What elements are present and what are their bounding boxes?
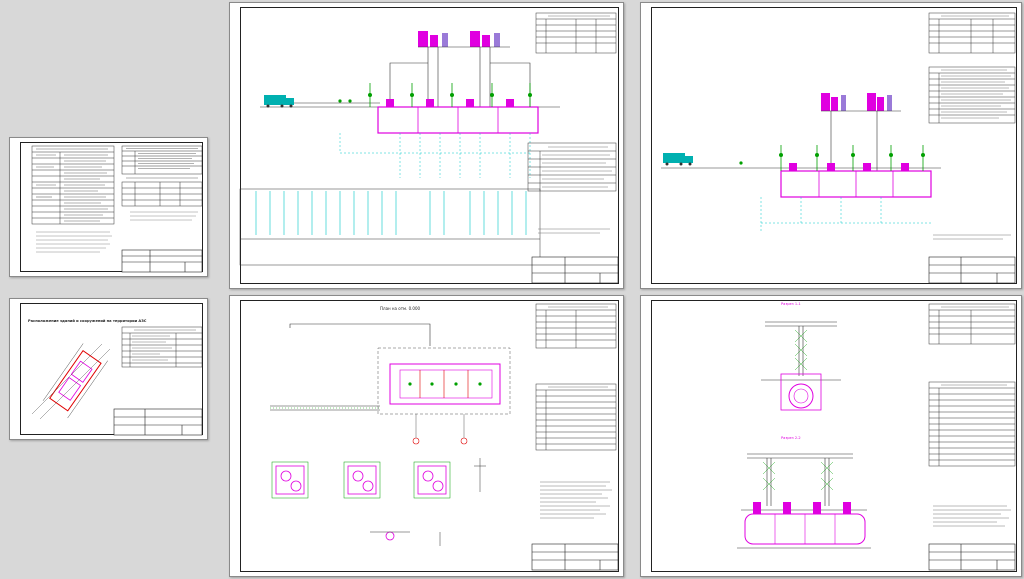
sheet-frame — [20, 142, 203, 272]
sheet-1-graphics — [31, 145, 203, 273]
sheet-title: План на отм. 0.000 — [380, 306, 421, 311]
drawing-sheet-6[interactable]: Разрез 1-1 Разрез 2-2 — [640, 295, 1022, 577]
sheet-frame — [240, 300, 619, 572]
drawing-sheet-4[interactable]: Расположение зданий и сооружений на терр… — [9, 298, 208, 440]
drawing-sheet-3[interactable] — [640, 2, 1022, 289]
sheet-3-graphics — [661, 12, 1016, 284]
drawing-sheet-1[interactable] — [9, 137, 208, 277]
drawing-sheet-2[interactable] — [229, 2, 624, 289]
sheet-frame — [651, 300, 1017, 572]
sheet-5-graphics — [270, 303, 619, 571]
drawing-sheet-5[interactable]: План на отм. 0.000 — [229, 295, 624, 577]
sheet-frame — [651, 7, 1017, 284]
sheet-frame — [20, 303, 203, 435]
sheet-6-graphics — [737, 303, 1016, 571]
section-2-title: Разрез 2-2 — [781, 436, 801, 440]
sheet-frame — [240, 7, 619, 284]
sheet-4-graphics — [31, 326, 203, 436]
section-1-title: Разрез 1-1 — [781, 302, 801, 306]
sheet-2-graphics — [239, 12, 619, 284]
sheet-title: Расположение зданий и сооружений на терр… — [28, 319, 147, 323]
